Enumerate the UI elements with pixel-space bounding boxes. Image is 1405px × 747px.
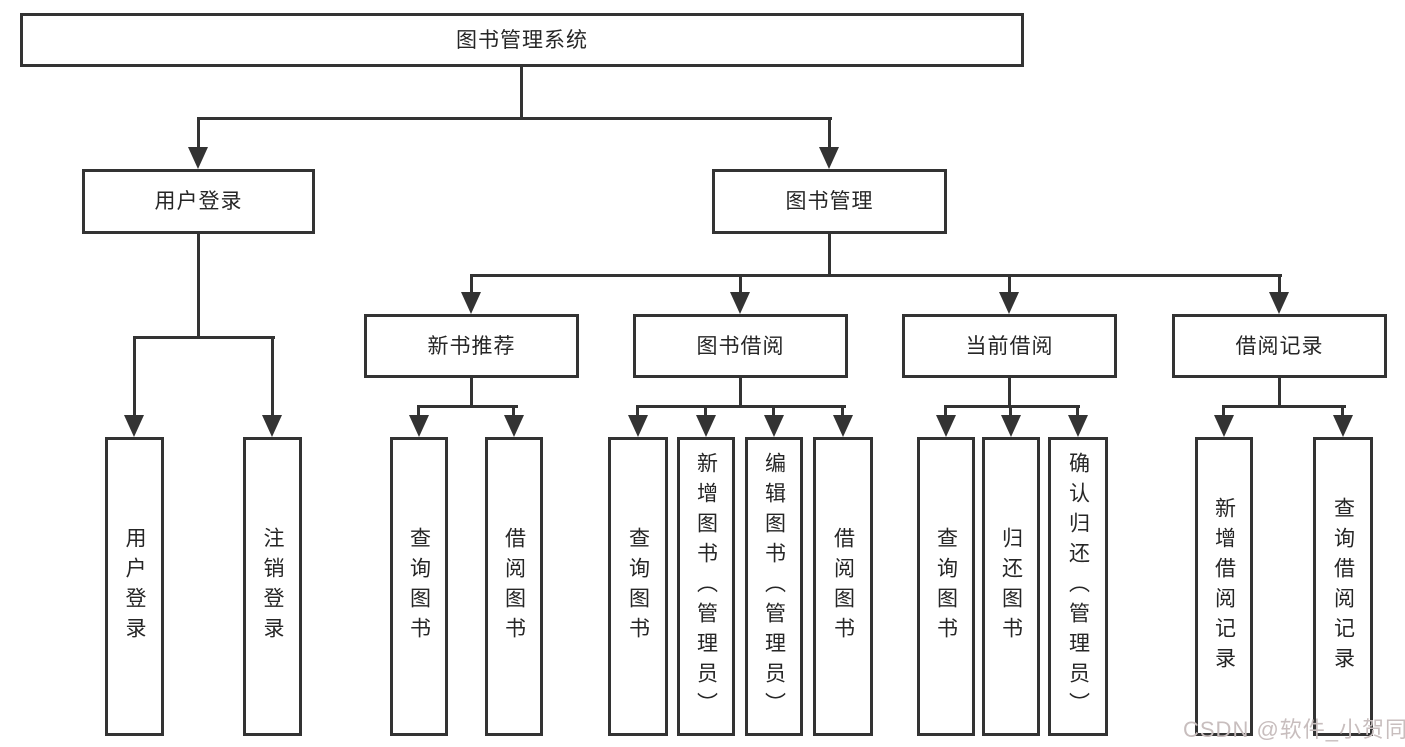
connector-line [197,117,832,120]
connector-line [512,405,515,417]
node-borrow-records: 借阅记录 [1172,314,1387,378]
connector-line [133,336,275,339]
connector-line [772,405,775,417]
leaf-user-login: 用户登录 [105,437,164,736]
arrowhead-icon [461,292,481,314]
connector-line [636,405,639,417]
connector-line [1278,274,1281,294]
leaf-borrow-books-recommend: 借阅图书 [485,437,543,736]
leaf-query-books-borrow: 查询图书 [608,437,668,736]
arrowhead-icon [504,415,524,437]
node-library-management-system: 图书管理系统 [20,13,1024,67]
connector-line [470,377,473,408]
connector-line [828,117,831,149]
watermark: CSDN @软件_小贺同学 [1183,717,1405,742]
connector-line [841,405,844,417]
connector-line [1076,405,1079,417]
node-current-borrow: 当前借阅 [902,314,1117,378]
arrowhead-icon [188,147,208,169]
connector-line [133,336,136,417]
leaf-query-books-current: 查询图书 [917,437,975,736]
connector-line [704,405,707,417]
connector-line [417,405,518,408]
arrowhead-icon [833,415,853,437]
arrowhead-icon [819,147,839,169]
connector-line [944,405,1080,408]
connector-line [197,233,200,339]
node-user-login: 用户登录 [82,169,315,234]
connector-line [271,336,274,417]
connector-line [1222,405,1225,417]
arrowhead-icon [628,415,648,437]
connector-line [1341,405,1344,417]
arrowhead-icon [1269,292,1289,314]
connector-line [1278,377,1281,408]
node-book-management: 图书管理 [712,169,947,234]
arrowhead-icon [1214,415,1234,437]
leaf-query-borrow-record: 查询借阅记录 [1313,437,1373,736]
arrowhead-icon [730,292,750,314]
arrowhead-icon [409,415,429,437]
arrowhead-icon [1333,415,1353,437]
connector-line [470,274,1282,277]
arrowhead-icon [999,292,1019,314]
arrowhead-icon [262,415,282,437]
connector-line [1008,377,1011,408]
connector-line [944,405,947,417]
arrowhead-icon [936,415,956,437]
arrowhead-icon [1068,415,1088,437]
arrowhead-icon [764,415,784,437]
connector-line [739,377,742,408]
connector-line [1008,274,1011,294]
arrowhead-icon [1001,415,1021,437]
connector-line [1222,405,1346,408]
leaf-add-borrow-record: 新增借阅记录 [1195,437,1253,736]
arrowhead-icon [124,415,144,437]
node-new-book-recommend: 新书推荐 [364,314,579,378]
connector-line [636,405,846,408]
leaf-logout: 注销登录 [243,437,302,736]
connector-line [197,117,200,149]
leaf-borrow-books: 借阅图书 [813,437,873,736]
connector-line [1009,405,1012,417]
node-book-borrow: 图书借阅 [633,314,848,378]
leaf-query-books-recommend: 查询图书 [390,437,448,736]
leaf-confirm-return-admin: 确认归还（管理员） [1048,437,1108,736]
connector-line [828,233,831,277]
connector-line [417,405,420,417]
leaf-edit-books-admin: 编辑图书（管理员） [745,437,803,736]
connector-line [520,66,523,120]
connector-line [739,274,742,294]
leaf-return-books: 归还图书 [982,437,1040,736]
leaf-add-books-admin: 新增图书（管理员） [677,437,735,736]
connector-line [470,274,473,294]
arrowhead-icon [696,415,716,437]
